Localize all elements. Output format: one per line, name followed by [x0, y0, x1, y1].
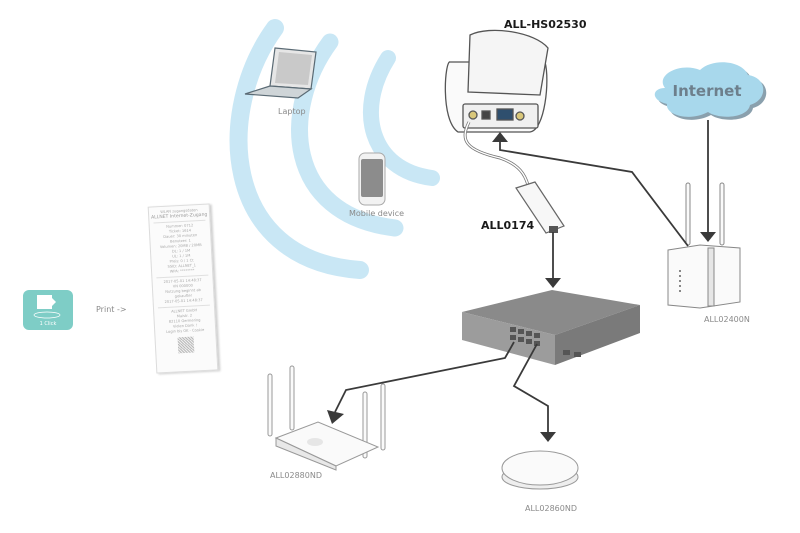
qr-code-icon	[177, 336, 195, 354]
wifi-wave-inner	[362, 50, 440, 186]
poe-injector-device	[515, 181, 565, 234]
label-all02400n: ALL02400N	[704, 315, 750, 324]
hand-click-icon	[33, 295, 61, 319]
arrow-switch-to-ap1	[334, 341, 515, 413]
receipt-footer: ALLNET GmbH Maistr. 2 82110 Germering Vi…	[166, 308, 205, 334]
arrow-router-to-printer	[499, 140, 689, 247]
one-click-caption: 1 Click	[39, 321, 57, 327]
router-device	[667, 182, 741, 309]
mobile-device-icon	[358, 152, 386, 206]
label-all02880nd: ALL02880ND	[270, 471, 322, 480]
network-switch-device	[462, 290, 640, 365]
voucher-receipt: WLAN zugangsdaten ALLNET Internet-Zugang…	[147, 203, 219, 374]
label-mobile-device: Mobile device	[349, 209, 405, 218]
label-internet: Internet	[672, 82, 742, 100]
label-all-hs02530: ALL-HS02530	[504, 18, 587, 31]
wifi-waves	[229, 19, 440, 279]
laptop-icon	[244, 47, 317, 99]
receipt-fields: Nummer: 0712 Ticket: 1614 Dauer: 30 minu…	[159, 223, 202, 274]
internet-cloud	[654, 62, 767, 120]
label-all02860nd: ALL02860ND	[525, 504, 577, 513]
receipt-validity: 2017-05-01 14:48:37 VN 000000 Nutzung be…	[163, 278, 203, 304]
wifi-wave-outer	[229, 19, 369, 279]
label-laptop: Laptop	[278, 107, 306, 116]
connection-arrows	[334, 120, 709, 432]
one-click-button[interactable]: 1 Click	[23, 290, 73, 330]
hotspot-printer-device	[444, 29, 549, 133]
label-print: Print ->	[96, 305, 127, 314]
access-point-all02860nd-device	[501, 450, 579, 490]
label-all0174: ALL0174	[481, 219, 535, 232]
access-point-all02880nd-device	[267, 365, 386, 471]
arrow-heads	[327, 132, 716, 442]
arrow-switch-to-ap2	[512, 343, 549, 432]
